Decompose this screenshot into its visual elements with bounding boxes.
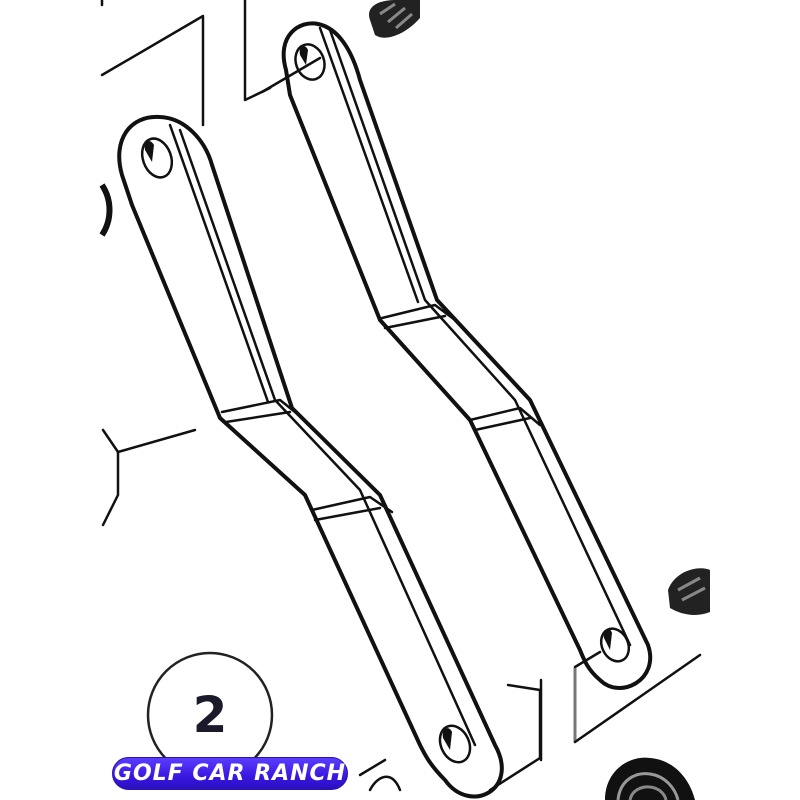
spring-top-icon [369, 0, 420, 38]
left-link-arm [117, 114, 504, 799]
bracket-bottom-right [539, 650, 702, 762]
leader-lines-left [101, 428, 197, 527]
spring-bottom-icon [605, 757, 695, 800]
callout-number: 2 [192, 686, 228, 744]
spring-right-icon [668, 568, 710, 615]
brand-logo: GOLF CAR RANCH [112, 757, 348, 790]
part-fragment-left [99, 183, 113, 237]
bracket-bottom-center [358, 683, 542, 792]
bracket-top-left [100, 0, 205, 127]
brand-logo-text: GOLF CAR RANCH [113, 761, 347, 786]
bracket-top-center [243, 0, 322, 102]
right-link-arm [281, 21, 653, 690]
